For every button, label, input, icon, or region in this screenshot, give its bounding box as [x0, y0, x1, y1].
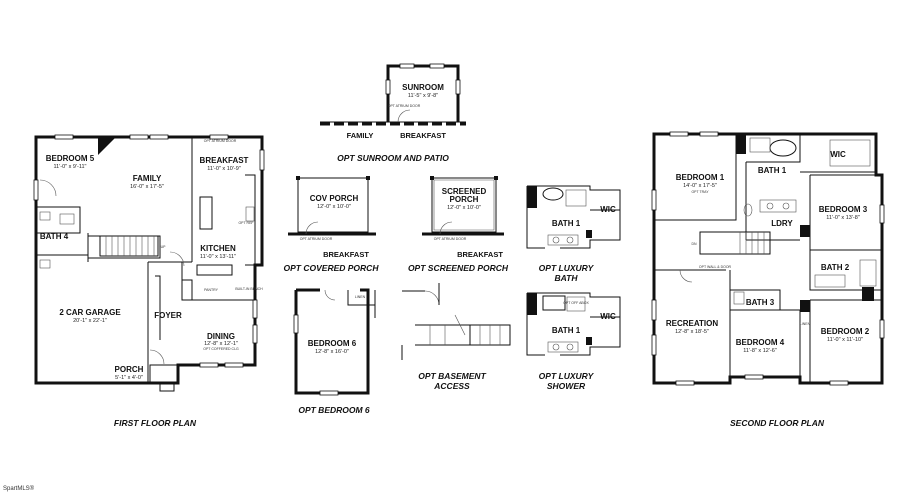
- dining-note: OPT COFFERED CLG: [203, 347, 239, 351]
- sunroom-name: SUNROOM: [402, 83, 444, 92]
- bath4-name: BATH 4: [40, 232, 69, 241]
- porch-name: PORCH: [115, 365, 144, 374]
- cov-porch-note: OPT ATRIUM DOOR: [300, 237, 333, 241]
- bath3-name: BATH 3: [746, 298, 775, 307]
- bedroom5-name: BEDROOM 5: [46, 154, 95, 163]
- bedroom3-dim: 11'-0" x 13'-8": [826, 215, 859, 221]
- covered-porch-caption: OPT COVERED PORCH: [284, 263, 380, 273]
- lux-shower-caption-1: OPT LUXURY: [539, 371, 595, 381]
- wic-name: WIC: [830, 150, 846, 159]
- covered-porch-option: COV PORCH 12'-0" x 10'-0" OPT ATRIUM DOO…: [288, 176, 376, 259]
- screened-porch-caption: OPT SCREENED PORCH: [408, 263, 509, 273]
- scr-porch-note: OPT ATRIUM DOOR: [434, 237, 467, 241]
- sunroom-dim: 11'-5" x 9'-8": [408, 93, 438, 99]
- lux-bath-caption-1: OPT LUXURY: [539, 263, 595, 273]
- porch-dim: 5'-1" x 4'-0": [115, 375, 143, 381]
- bedroom4-dim: 11'-8" x 12'-6": [743, 348, 776, 354]
- kitchen-dim: 11'-0" x 13'-11": [200, 254, 236, 260]
- scr-porch-dim: 12'-0" x 10'-0": [447, 205, 481, 211]
- second-floor-plan: BEDROOM 1 14'-0" x 17'-5" OPT TRAY BATH …: [651, 131, 885, 386]
- basement-access-option: [401, 283, 511, 360]
- dining-dim: 12'-8" x 12'-1": [204, 341, 238, 347]
- scr-porch-name-2: PORCH: [450, 195, 479, 204]
- bedroom1-name: BEDROOM 1: [676, 173, 725, 182]
- bedroom6-caption: OPT BEDROOM 6: [298, 405, 370, 415]
- bedroom2-name: BEDROOM 2: [821, 327, 870, 336]
- bath2-name: BATH 2: [821, 263, 850, 272]
- bedroom5-dim: 11'-0" x 9'-11": [53, 164, 86, 170]
- ref-note: OPT REF: [238, 221, 253, 225]
- bedroom3-name: BEDROOM 3: [819, 205, 868, 214]
- wall-door-note: OPT WALL & DOOR: [699, 265, 732, 269]
- cov-porch-name: COV PORCH: [310, 194, 359, 203]
- dn-note: DN: [691, 242, 697, 246]
- breakfast-dim: 11'-0" x 10'-9": [207, 166, 240, 172]
- dining-name: DINING: [207, 332, 235, 341]
- second-floor-caption: SECOND FLOOR PLAN: [730, 418, 825, 428]
- lux-bath-wic: WIC: [600, 205, 616, 214]
- family-dim: 16'-0" x 17'-5": [130, 184, 164, 190]
- garage-name: 2 CAR GARAGE: [59, 308, 121, 317]
- ldry-name: LDRY: [771, 219, 793, 228]
- luxury-bath-option: BATH 1 WIC: [526, 185, 621, 249]
- bedroom1-note: OPT TRAY: [691, 190, 709, 194]
- scr-porch-breakfast-label: BREAKFAST: [457, 250, 503, 259]
- family-name: FAMILY: [133, 174, 162, 183]
- bedroom6-option: LINEN BEDROOM 6 12'-8" x 16'-0": [293, 288, 376, 396]
- lux-shower-caption-2: SHOWER: [547, 381, 586, 391]
- first-floor-plan: BEDROOM 5 11'-0" x 9'-11" FAMILY 16'-0" …: [33, 134, 265, 392]
- bedroom6-dim: 12'-8" x 16'-0": [315, 349, 349, 355]
- sunroom-breakfast-label: BREAKFAST: [400, 131, 446, 140]
- cov-porch-breakfast-label: BREAKFAST: [323, 250, 369, 259]
- recreation-name: RECREATION: [666, 319, 719, 328]
- lux-bath-name: BATH 1: [552, 219, 581, 228]
- atrium-note: OPT ATRIUM DOOR: [204, 139, 237, 143]
- scr-porch-name-1: SCREENED: [442, 187, 487, 196]
- bench-note: BUILT-IN BENCH: [235, 287, 263, 291]
- linen-note: LINEN: [800, 322, 811, 326]
- sunroom-caption: OPT SUNROOM AND PATIO: [337, 153, 449, 163]
- bedroom6-linen: LINEN: [355, 295, 366, 299]
- watermark-text: SpartMLS®: [3, 485, 35, 492]
- breakfast-name: BREAKFAST: [200, 156, 249, 165]
- lux-shower-note: OPT OFF ABOX: [563, 301, 589, 305]
- bedroom6-name: BEDROOM 6: [308, 339, 357, 348]
- sunroom-family-label: FAMILY: [347, 131, 374, 140]
- garage-dim: 20'-1" x 22'-1": [73, 318, 107, 324]
- first-floor-caption: FIRST FLOOR PLAN: [114, 418, 197, 428]
- lux-shower-bath: BATH 1: [552, 326, 581, 335]
- basement-caption-1: OPT BASEMENT: [418, 371, 486, 381]
- lux-bath-caption-2: BATH: [555, 273, 579, 283]
- lux-shower-wic: WIC: [600, 312, 616, 321]
- stair-up-note: UP: [161, 245, 167, 249]
- luxury-shower-option: OPT OFF ABOX BATH 1 WIC: [526, 292, 621, 356]
- sunroom-note: OPT ATRIUM DOOR: [388, 104, 421, 108]
- screened-porch-option: SCREENED PORCH 12'-0" x 10'-0" OPT ATRIU…: [422, 176, 504, 259]
- pantry-label: PANTRY: [204, 288, 219, 292]
- kitchen-name: KITCHEN: [200, 244, 236, 253]
- bedroom4-name: BEDROOM 4: [736, 338, 785, 347]
- cov-porch-dim: 12'-0" x 10'-0": [317, 204, 351, 210]
- bath1-name: BATH 1: [758, 166, 787, 175]
- sunroom-option: SUNROOM 11'-5" x 9'-8" OPT ATRIUM DOOR F…: [320, 63, 466, 140]
- recreation-dim: 12'-8" x 18'-5": [675, 329, 709, 335]
- bedroom2-dim: 11'-0" x 11'-10": [827, 337, 863, 343]
- foyer-name: FOYER: [154, 311, 182, 320]
- bedroom1-dim: 14'-0" x 17'-5": [683, 183, 717, 189]
- basement-caption-2: ACCESS: [433, 381, 470, 391]
